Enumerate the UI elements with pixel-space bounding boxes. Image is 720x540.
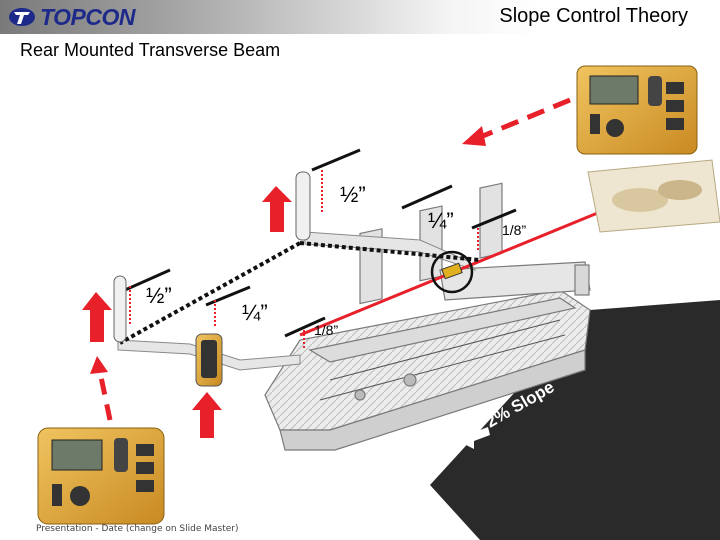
- label-quarter-left: ¼”: [242, 300, 268, 325]
- control-box-lower-icon: [37, 427, 165, 525]
- sensor-post-left: [113, 275, 127, 343]
- footer-text: Presentation - Date (change on Slide Mas…: [36, 524, 239, 534]
- logo-text: TOPCON: [40, 3, 135, 30]
- slope-arrow-icon: [452, 425, 490, 449]
- paving-mat: [430, 300, 720, 540]
- up-arrow-bottom-icon: [192, 392, 222, 438]
- signal-arrow-bottom: [90, 356, 113, 421]
- up-arrow-right-icon: [262, 186, 292, 232]
- topcon-logo: TOPCON: [8, 4, 135, 30]
- signal-arrow-top: [462, 97, 571, 146]
- asphalt-sample-image: [587, 159, 720, 233]
- grade-sensor-icon: [195, 333, 223, 387]
- paver-machine: [264, 182, 591, 451]
- reference-marks: [124, 148, 517, 338]
- topcon-logo-icon: [8, 6, 36, 28]
- sensor-post-right: [295, 171, 311, 241]
- label-half-left: ½”: [146, 283, 172, 308]
- slope-sensor-icon: [430, 250, 474, 294]
- slide-subtitle: Rear Mounted Transverse Beam: [20, 40, 281, 60]
- label-quarter-top: ¼”: [428, 208, 454, 233]
- reference-lines: [119, 241, 481, 345]
- label-eighth-top: 1/8”: [502, 222, 527, 238]
- control-box-upper-icon: [576, 65, 698, 155]
- slide-title: Slope Control Theory: [499, 5, 688, 27]
- label-half-top: ½”: [340, 182, 366, 207]
- label-eighth-left: 1/8”: [314, 322, 339, 338]
- header-bar: TOPCON Slope Control Theory: [0, 0, 720, 34]
- up-arrow-left-icon: [82, 292, 112, 342]
- measurement-ticks: [129, 170, 479, 350]
